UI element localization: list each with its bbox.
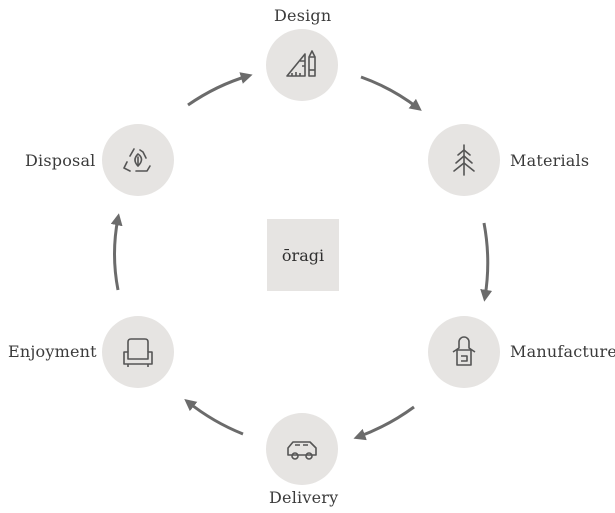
brand-logo-text: ōragi (281, 245, 325, 265)
recycle-leaf-icon (123, 148, 151, 172)
stage-delivery (266, 413, 338, 485)
stage-label-manufacture: Manufacture (510, 342, 615, 361)
ruler-pencil-icon (286, 50, 316, 77)
stage-materials (428, 124, 500, 196)
arrow-design-to-materials (360, 75, 422, 111)
pine-tree-icon (453, 144, 475, 176)
stage-label-delivery: Delivery (269, 488, 339, 507)
stage-disposal (102, 124, 174, 196)
stage-label-design: Design (274, 6, 332, 25)
brand-logo: ōragi (267, 219, 339, 291)
apron-icon (452, 336, 476, 366)
arrow-delivery-to-enjoyment (184, 399, 244, 436)
arrow-materials-to-manufacture (480, 222, 493, 302)
stage-enjoyment (102, 316, 174, 388)
stage-manufacture (428, 316, 500, 388)
stage-design (266, 29, 338, 101)
armchair-icon (123, 338, 153, 367)
stage-label-enjoyment: Enjoyment (8, 342, 97, 361)
car-icon (287, 441, 317, 460)
arrow-manufacture-to-delivery (353, 405, 415, 441)
arrow-disposal-to-design (187, 72, 253, 107)
arrow-enjoyment-to-disposal (110, 213, 123, 291)
stage-label-disposal: Disposal (25, 151, 96, 170)
stage-label-materials: Materials (510, 151, 590, 170)
